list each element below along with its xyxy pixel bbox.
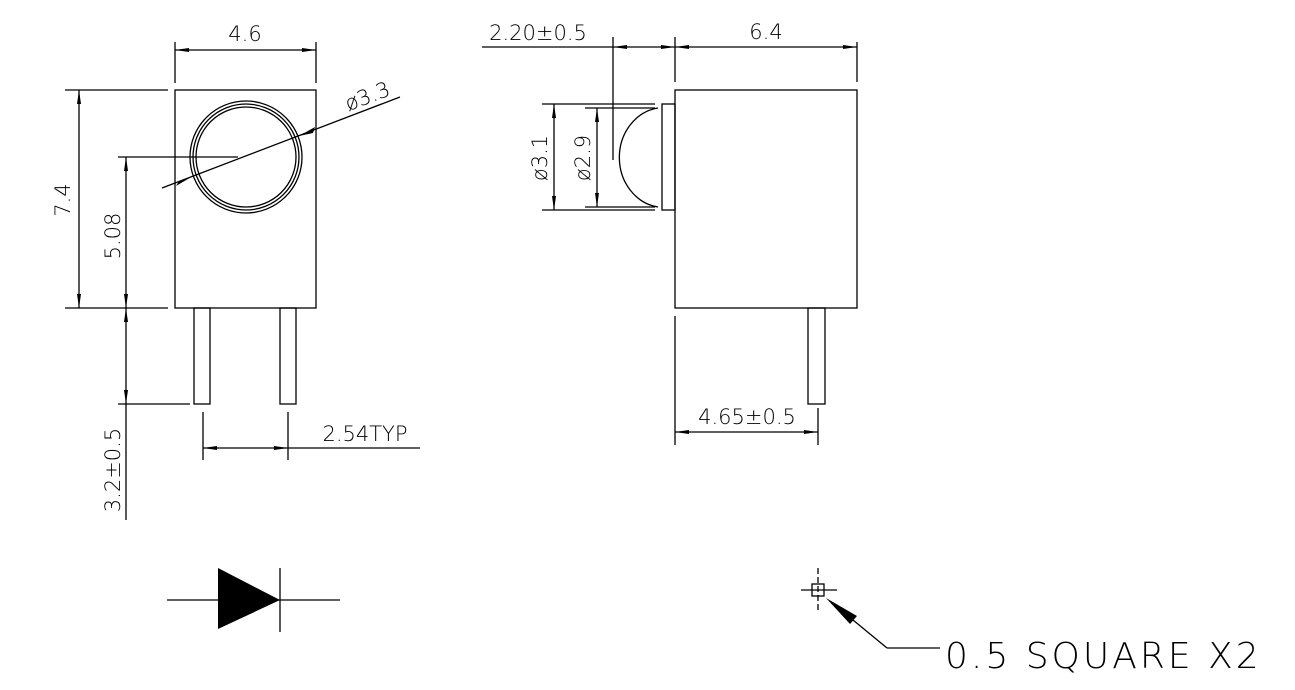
dim-width-label: 4.6 [228,22,261,46]
dim-lead-length-label: 3.2±0.5 [101,428,125,512]
dim-lead-pitch: 2.54TYP [202,412,420,460]
dim-lead-offset: 4.65±0.5 [674,316,819,445]
lead-note: 0.5 SQUARE X2 [801,568,1262,677]
dim-flange-diameter: ø3.1 [528,103,655,211]
dim-height: 7.4 [51,89,168,309]
dim-dome-diameter: ø2.9 [571,107,655,208]
side-body-outline [674,89,858,309]
side-view: 2.20±0.5 6.4 ø3.1 ø2.9 4.65±0.5 [482,20,858,445]
front-view: 4.6 7.4 5.08 3.2±0.5 ø3.3 [51,22,420,520]
lens-flange [661,103,676,211]
lead-left [193,307,211,405]
side-lead [807,307,826,405]
dim-depth-label: 6.4 [749,20,782,44]
dim-height-label: 7.4 [51,183,75,216]
lead-note-label: 0.5 SQUARE X2 [945,636,1262,677]
dim-protrusion-label: 2.20±0.5 [489,21,587,45]
dim-width: 4.6 [174,22,317,83]
dim-flange-diameter-label: ø3.1 [528,135,552,181]
lead-right [279,307,297,405]
dim-dome-diameter-label: ø2.9 [571,135,595,181]
dim-protrusion-depth: 2.20±0.5 6.4 [482,20,858,160]
lens-dome [618,107,659,208]
dim-lead-pitch-label: 2.54TYP [322,422,407,446]
dim-lead-offset-label: 4.65±0.5 [698,405,796,429]
front-body-outline [174,89,317,309]
diode-icon [167,568,340,632]
dim-lens-height-label: 5.08 [101,213,125,260]
dim-lens-height: 5.08 3.2±0.5 [101,156,238,520]
